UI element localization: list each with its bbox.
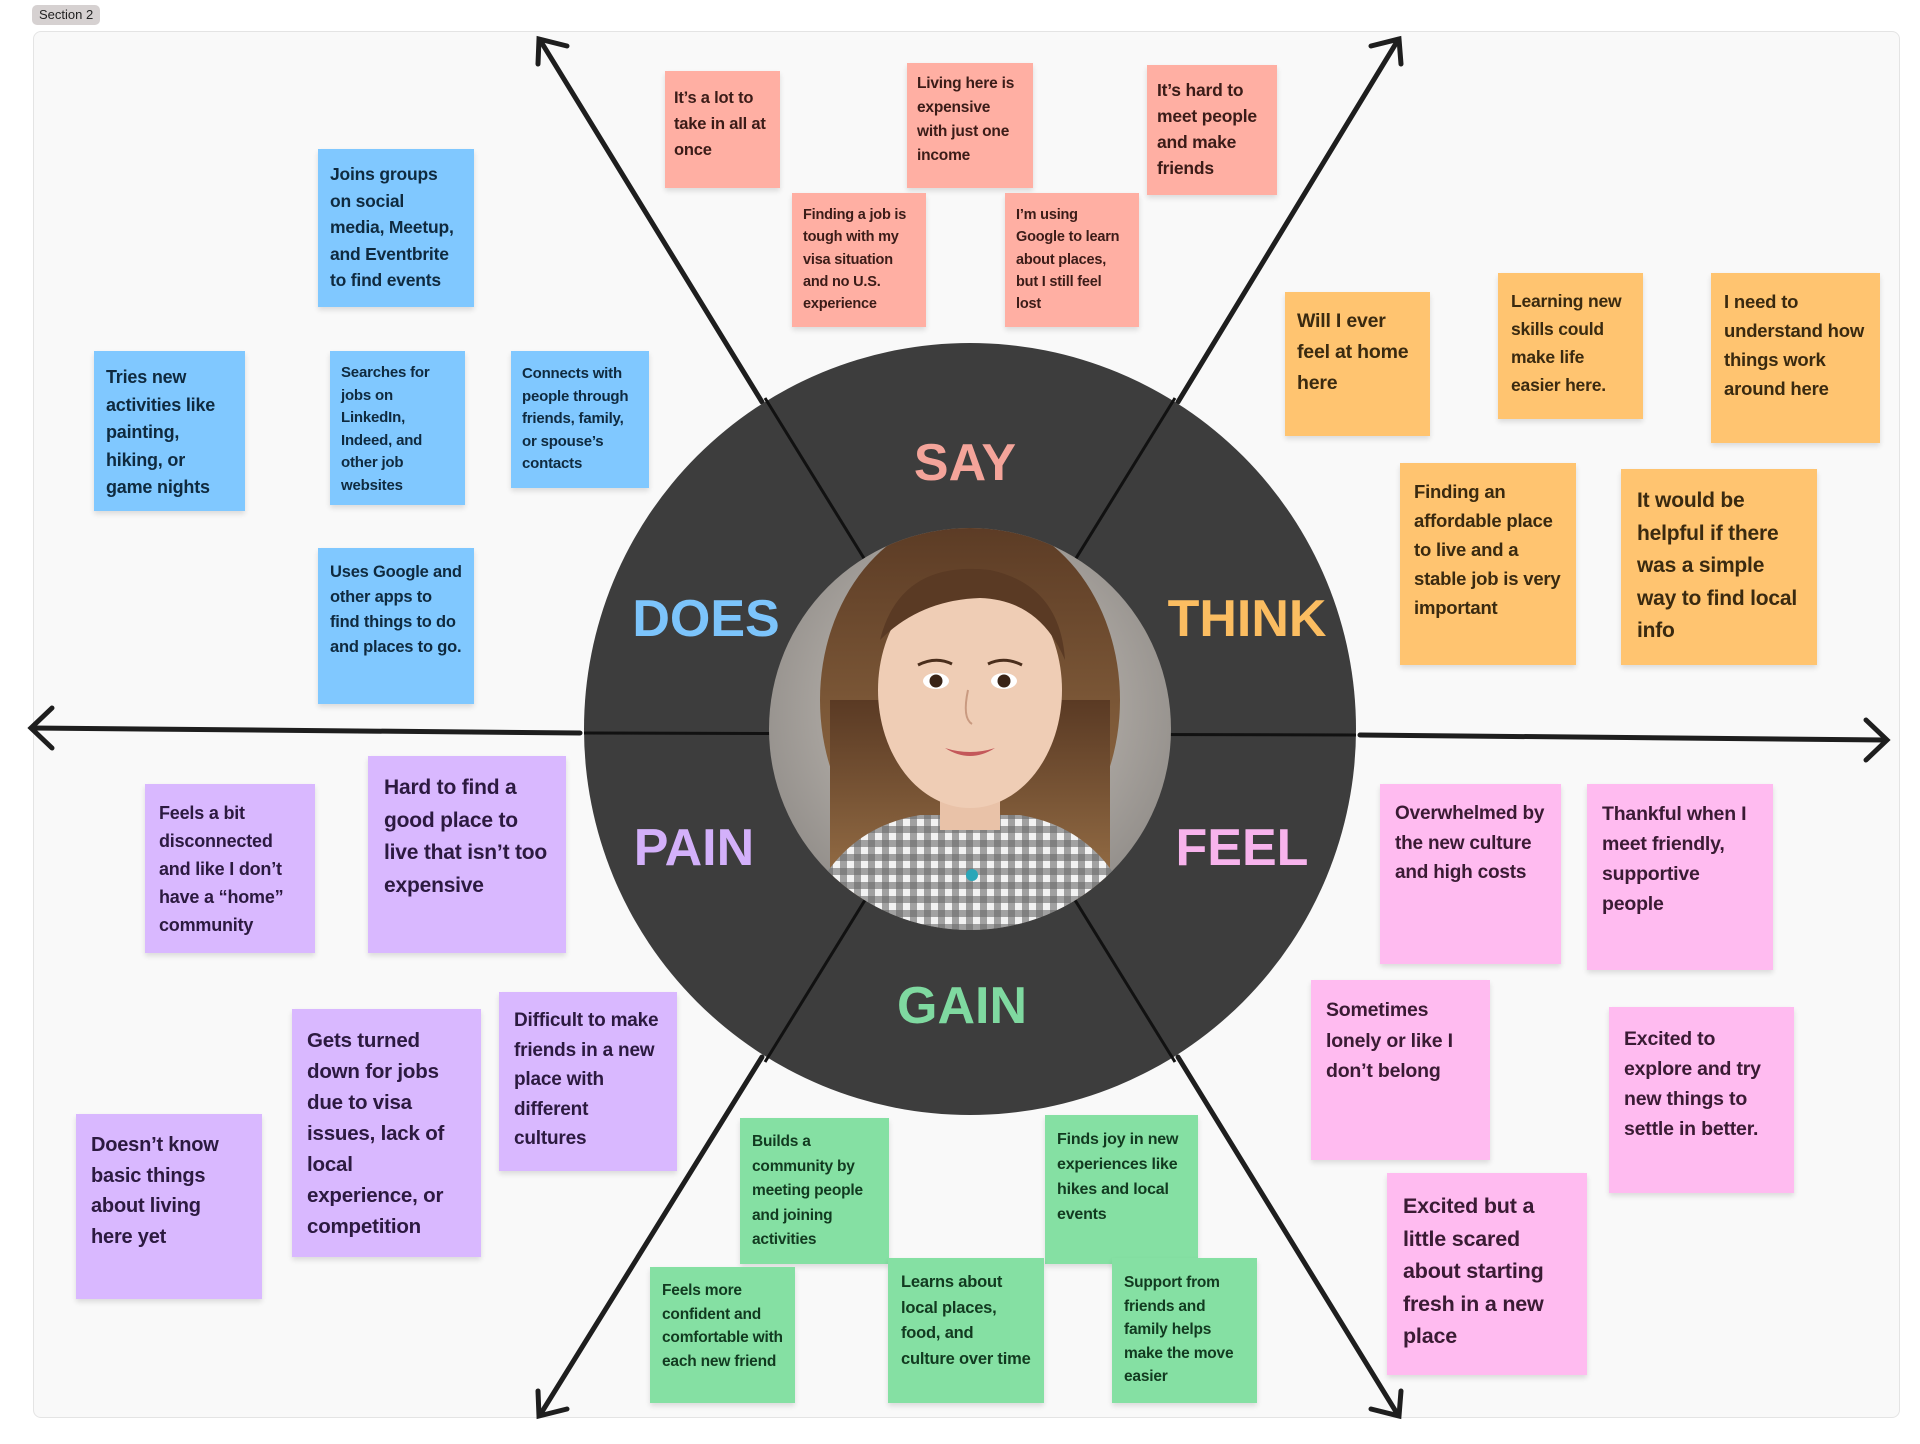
note-text: Support from friends and family helps ma… [1124,1274,1234,1385]
arrow-down-right [1175,1054,1401,1418]
gain-note[interactable]: Builds a community by meeting people and… [740,1118,889,1264]
arrow-down-left [537,1054,765,1418]
note-text: It would be helpful if there was a simpl… [1637,489,1797,642]
pain-note[interactable]: Gets turned down for jobs due to visa is… [292,1009,481,1257]
note-text: Excited to explore and try new things to… [1624,1028,1761,1140]
arrow-up-right [1175,37,1401,405]
arrow-up-left [537,37,765,405]
pain-note[interactable]: Feels a bit disconnected and like I don’… [145,784,315,953]
note-text: I’m using Google to learn about places, … [1016,207,1120,313]
segment-label-think: THINK [1168,590,1327,648]
feel-note[interactable]: Excited but a little scared about starti… [1387,1173,1587,1375]
note-text: Finding a job is tough with my visa situ… [803,207,907,313]
arrow-down-left-head [535,1388,570,1420]
arrow-right-head [1863,717,1891,763]
feel-note[interactable]: Excited to explore and try new things to… [1609,1007,1794,1193]
say-note[interactable]: It’s a lot to take in all at once [665,71,780,188]
arrow-up-right-head [1368,35,1404,67]
note-text: Difficult to make friends in a new place… [514,1010,659,1149]
arrow-down-right-head [1368,1388,1404,1420]
note-text: Connects with people through friends, fa… [522,365,629,473]
gain-note[interactable]: Finds joy in new experiences like hikes … [1045,1115,1198,1264]
arrow-left-head [27,705,55,751]
note-text: Hard to find a good place to live that i… [384,776,548,897]
note-text: Excited but a little scared about starti… [1403,1194,1544,1348]
say-note[interactable]: It’s hard to meet people and make friend… [1147,65,1277,195]
does-note[interactable]: Searches for jobs on LinkedIn, Indeed, a… [330,351,465,505]
gain-note[interactable]: Learns about local places, food, and cul… [888,1258,1044,1403]
think-note[interactable]: Learning new skills could make life easi… [1498,273,1643,419]
arrow-right [1357,732,1889,743]
segment-label-does: DOES [632,590,779,648]
pain-note[interactable]: Difficult to make friends in a new place… [499,992,677,1171]
persona-photo [769,528,1171,930]
arrows [27,35,1891,1420]
segment-label-gain: GAIN [897,977,1027,1035]
does-note[interactable]: Connects with people through friends, fa… [511,351,649,488]
segment-label-pain: PAIN [634,819,754,877]
say-note[interactable]: Finding a job is tough with my visa situ… [792,193,926,327]
note-text: Learning new skills could make life easi… [1511,291,1622,395]
say-note[interactable]: Living here is expensive with just one i… [907,63,1033,188]
gain-note[interactable]: Support from friends and family helps ma… [1112,1258,1257,1403]
note-text: Thankful when I meet friendly, supportiv… [1602,803,1747,915]
think-note[interactable]: I need to understand how things work aro… [1711,273,1880,443]
note-text: Learns about local places, food, and cul… [901,1273,1031,1368]
think-note[interactable]: It would be helpful if there was a simpl… [1621,469,1817,665]
arrow-left [29,725,583,736]
note-text: It’s hard to meet people and make friend… [1157,80,1257,178]
note-text: Feels a bit disconnected and like I don’… [159,803,284,935]
note-text: It’s a lot to take in all at once [674,89,766,159]
say-note[interactable]: I’m using Google to learn about places, … [1005,193,1139,327]
note-text: Sometimes lonely or like I don’t belong [1326,999,1453,1082]
note-text: Tries new activities like painting, hiki… [106,367,216,497]
note-text: Searches for jobs on LinkedIn, Indeed, a… [341,364,430,494]
note-text: Joins groups on social media, Meetup, an… [330,164,454,290]
note-text: Doesn’t know basic things about living h… [91,1134,219,1248]
note-text: Uses Google and other apps to find thing… [330,563,462,656]
note-text: Living here is expensive with just one i… [917,75,1015,164]
note-text: Builds a community by meeting people and… [752,1133,863,1248]
segment-label-feel: FEEL [1176,819,1309,877]
note-text: Finding an affordable place to live and … [1414,481,1561,618]
pain-note[interactable]: Doesn’t know basic things about living h… [76,1114,262,1299]
gain-note[interactable]: Feels more confident and comfortable wit… [650,1267,795,1403]
note-text: Overwhelmed by the new culture and high … [1395,803,1545,883]
does-note[interactable]: Joins groups on social media, Meetup, an… [318,149,474,307]
think-note[interactable]: Will I ever feel at home here [1285,292,1430,436]
feel-note[interactable]: Sometimes lonely or like I don’t belong [1311,980,1490,1160]
note-text: I need to understand how things work aro… [1724,291,1865,399]
note-text: Feels more confident and comfortable wit… [662,1282,783,1370]
think-note[interactable]: Finding an affordable place to live and … [1400,463,1576,665]
does-note[interactable]: Tries new activities like painting, hiki… [94,351,245,511]
section-label[interactable]: Section 2 [32,5,101,25]
pain-note[interactable]: Hard to find a good place to live that i… [368,756,566,953]
segment-label-say: SAY [914,434,1016,492]
note-text: Finds joy in new experiences like hikes … [1057,1131,1179,1223]
note-text: Gets turned down for jobs due to visa is… [307,1029,445,1238]
note-text: Will I ever feel at home here [1297,310,1409,394]
does-note[interactable]: Uses Google and other apps to find thing… [318,548,474,704]
feel-note[interactable]: Overwhelmed by the new culture and high … [1380,784,1561,964]
feel-note[interactable]: Thankful when I meet friendly, supportiv… [1587,784,1773,970]
arrow-up-left-head [535,35,570,67]
